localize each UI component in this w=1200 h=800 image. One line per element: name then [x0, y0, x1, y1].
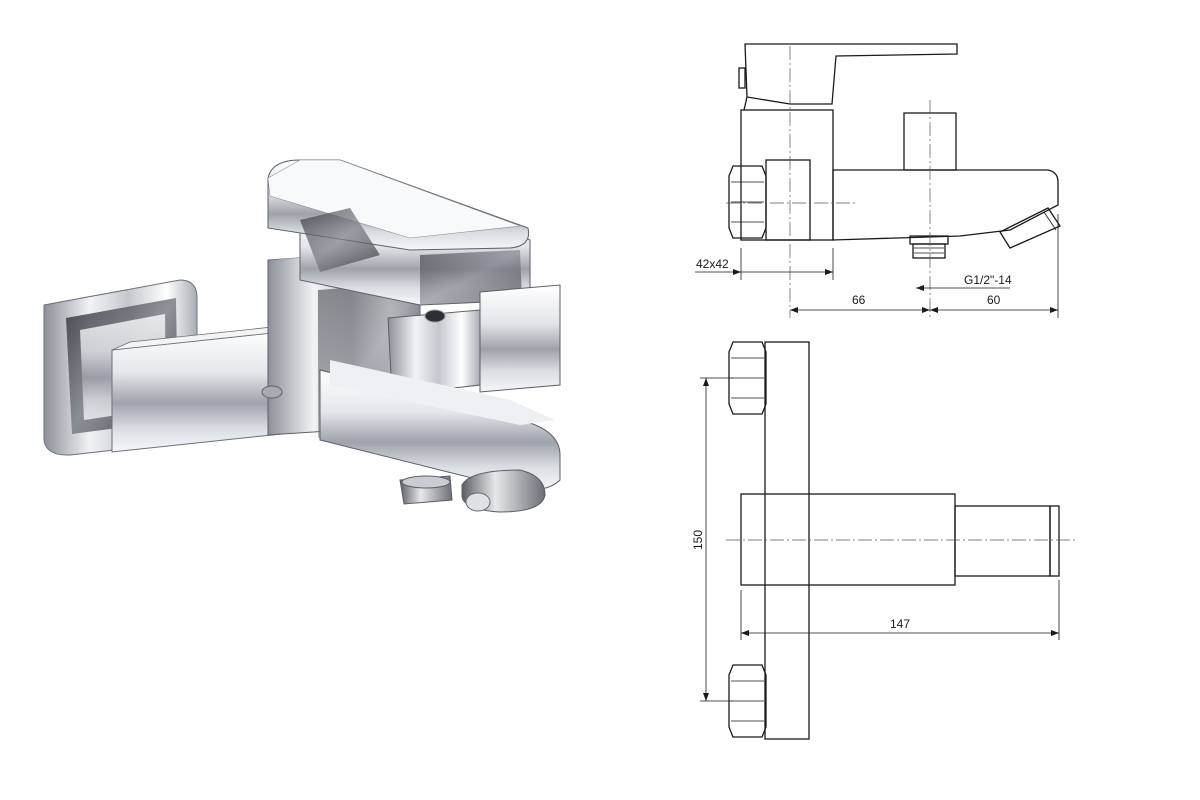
dim-total-depth: 147 [890, 617, 910, 631]
shower-outlet [261, 385, 453, 505]
dim-spout-length: 60 [987, 293, 1001, 307]
faucet-photo [43, 159, 561, 513]
front-view-drawing: 42x42 G1/2"-14 66 60 [695, 43, 1061, 318]
spout [319, 360, 561, 513]
dim-spout-offset: 66 [852, 293, 866, 307]
lever-handle [267, 159, 530, 272]
thread-label: G1/2"-14 [964, 273, 1012, 287]
dim-wall-span: 150 [691, 530, 705, 550]
dim-width-label: 42x42 [696, 257, 729, 271]
top-view-drawing: 150 147 [691, 341, 1076, 740]
diverter-knob [387, 284, 561, 396]
